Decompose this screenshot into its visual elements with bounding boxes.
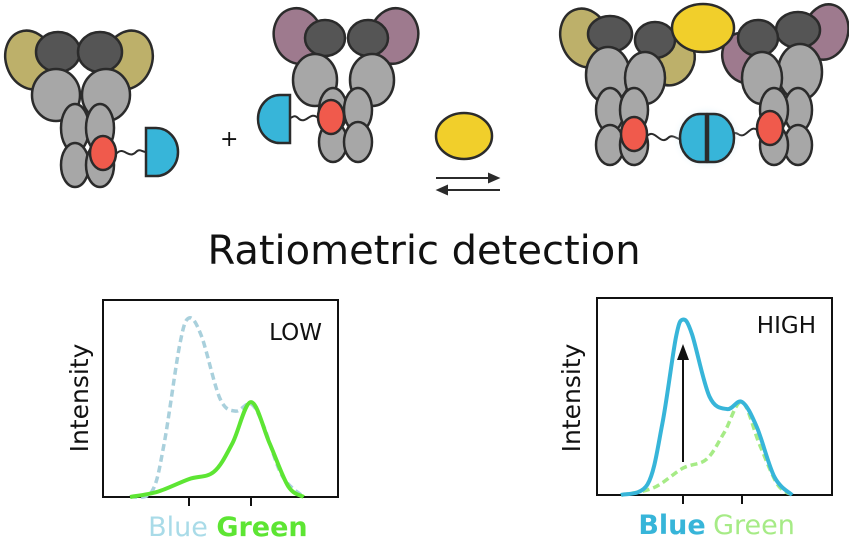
x-label-green-low: Green: [216, 512, 307, 543]
red-fluorophore-complex-left: [619, 115, 649, 153]
analyte-molecule: [434, 111, 494, 161]
heavy-chain-tip-right-b: [736, 18, 780, 58]
linker-middle: [289, 114, 319, 122]
chart-high: Intensity HIGH Blue Green: [557, 297, 833, 541]
x-label-green-high: Green: [713, 510, 795, 541]
series-blue-solid-high: [620, 317, 794, 497]
page-title: Ratiometric detection: [207, 228, 640, 274]
heavy-chain-tip-left: [34, 30, 82, 74]
heavy-chain-tip-left: [303, 18, 347, 58]
panel-label-low: LOW: [269, 320, 322, 346]
heavy-chain-tip-right-a: [774, 10, 822, 50]
blue-half-left: [144, 126, 180, 178]
antibody-middle: [256, 6, 420, 164]
fc-right-lower: [342, 120, 374, 164]
increase-arrow-icon: [677, 344, 689, 462]
red-fluorophore-complex-right: [755, 109, 785, 147]
y-axis-label-high: Intensity: [557, 343, 586, 452]
heavy-chain-tip-right: [76, 30, 124, 74]
x-label-blue-low: Blue: [148, 512, 208, 543]
blue-half-middle: [256, 93, 292, 145]
red-fluorophore-left: [88, 134, 118, 172]
plot-frame-high: [596, 297, 833, 496]
panel-label-high: HIGH: [757, 313, 816, 339]
equilibrium-arrows-icon: [435, 172, 501, 196]
series-green-dashed-high: [620, 400, 794, 497]
linker-left: [115, 149, 147, 156]
blue-reconstituted: [678, 112, 736, 164]
y-axis-label-low: Intensity: [65, 343, 94, 452]
plot-frame-low: [102, 299, 339, 498]
x-label-blue-high: Blue: [638, 510, 705, 541]
analyte-bound: [670, 2, 736, 54]
red-fluorophore-middle: [316, 98, 346, 136]
heavy-chain-tip-right: [346, 18, 390, 58]
series-green-solid-low: [129, 400, 305, 499]
antibody-complex: [558, 2, 849, 167]
antibody-left: [3, 29, 180, 189]
chart-low: Intensity LOW Blue Green: [65, 299, 339, 543]
plus-sign: +: [220, 127, 238, 152]
